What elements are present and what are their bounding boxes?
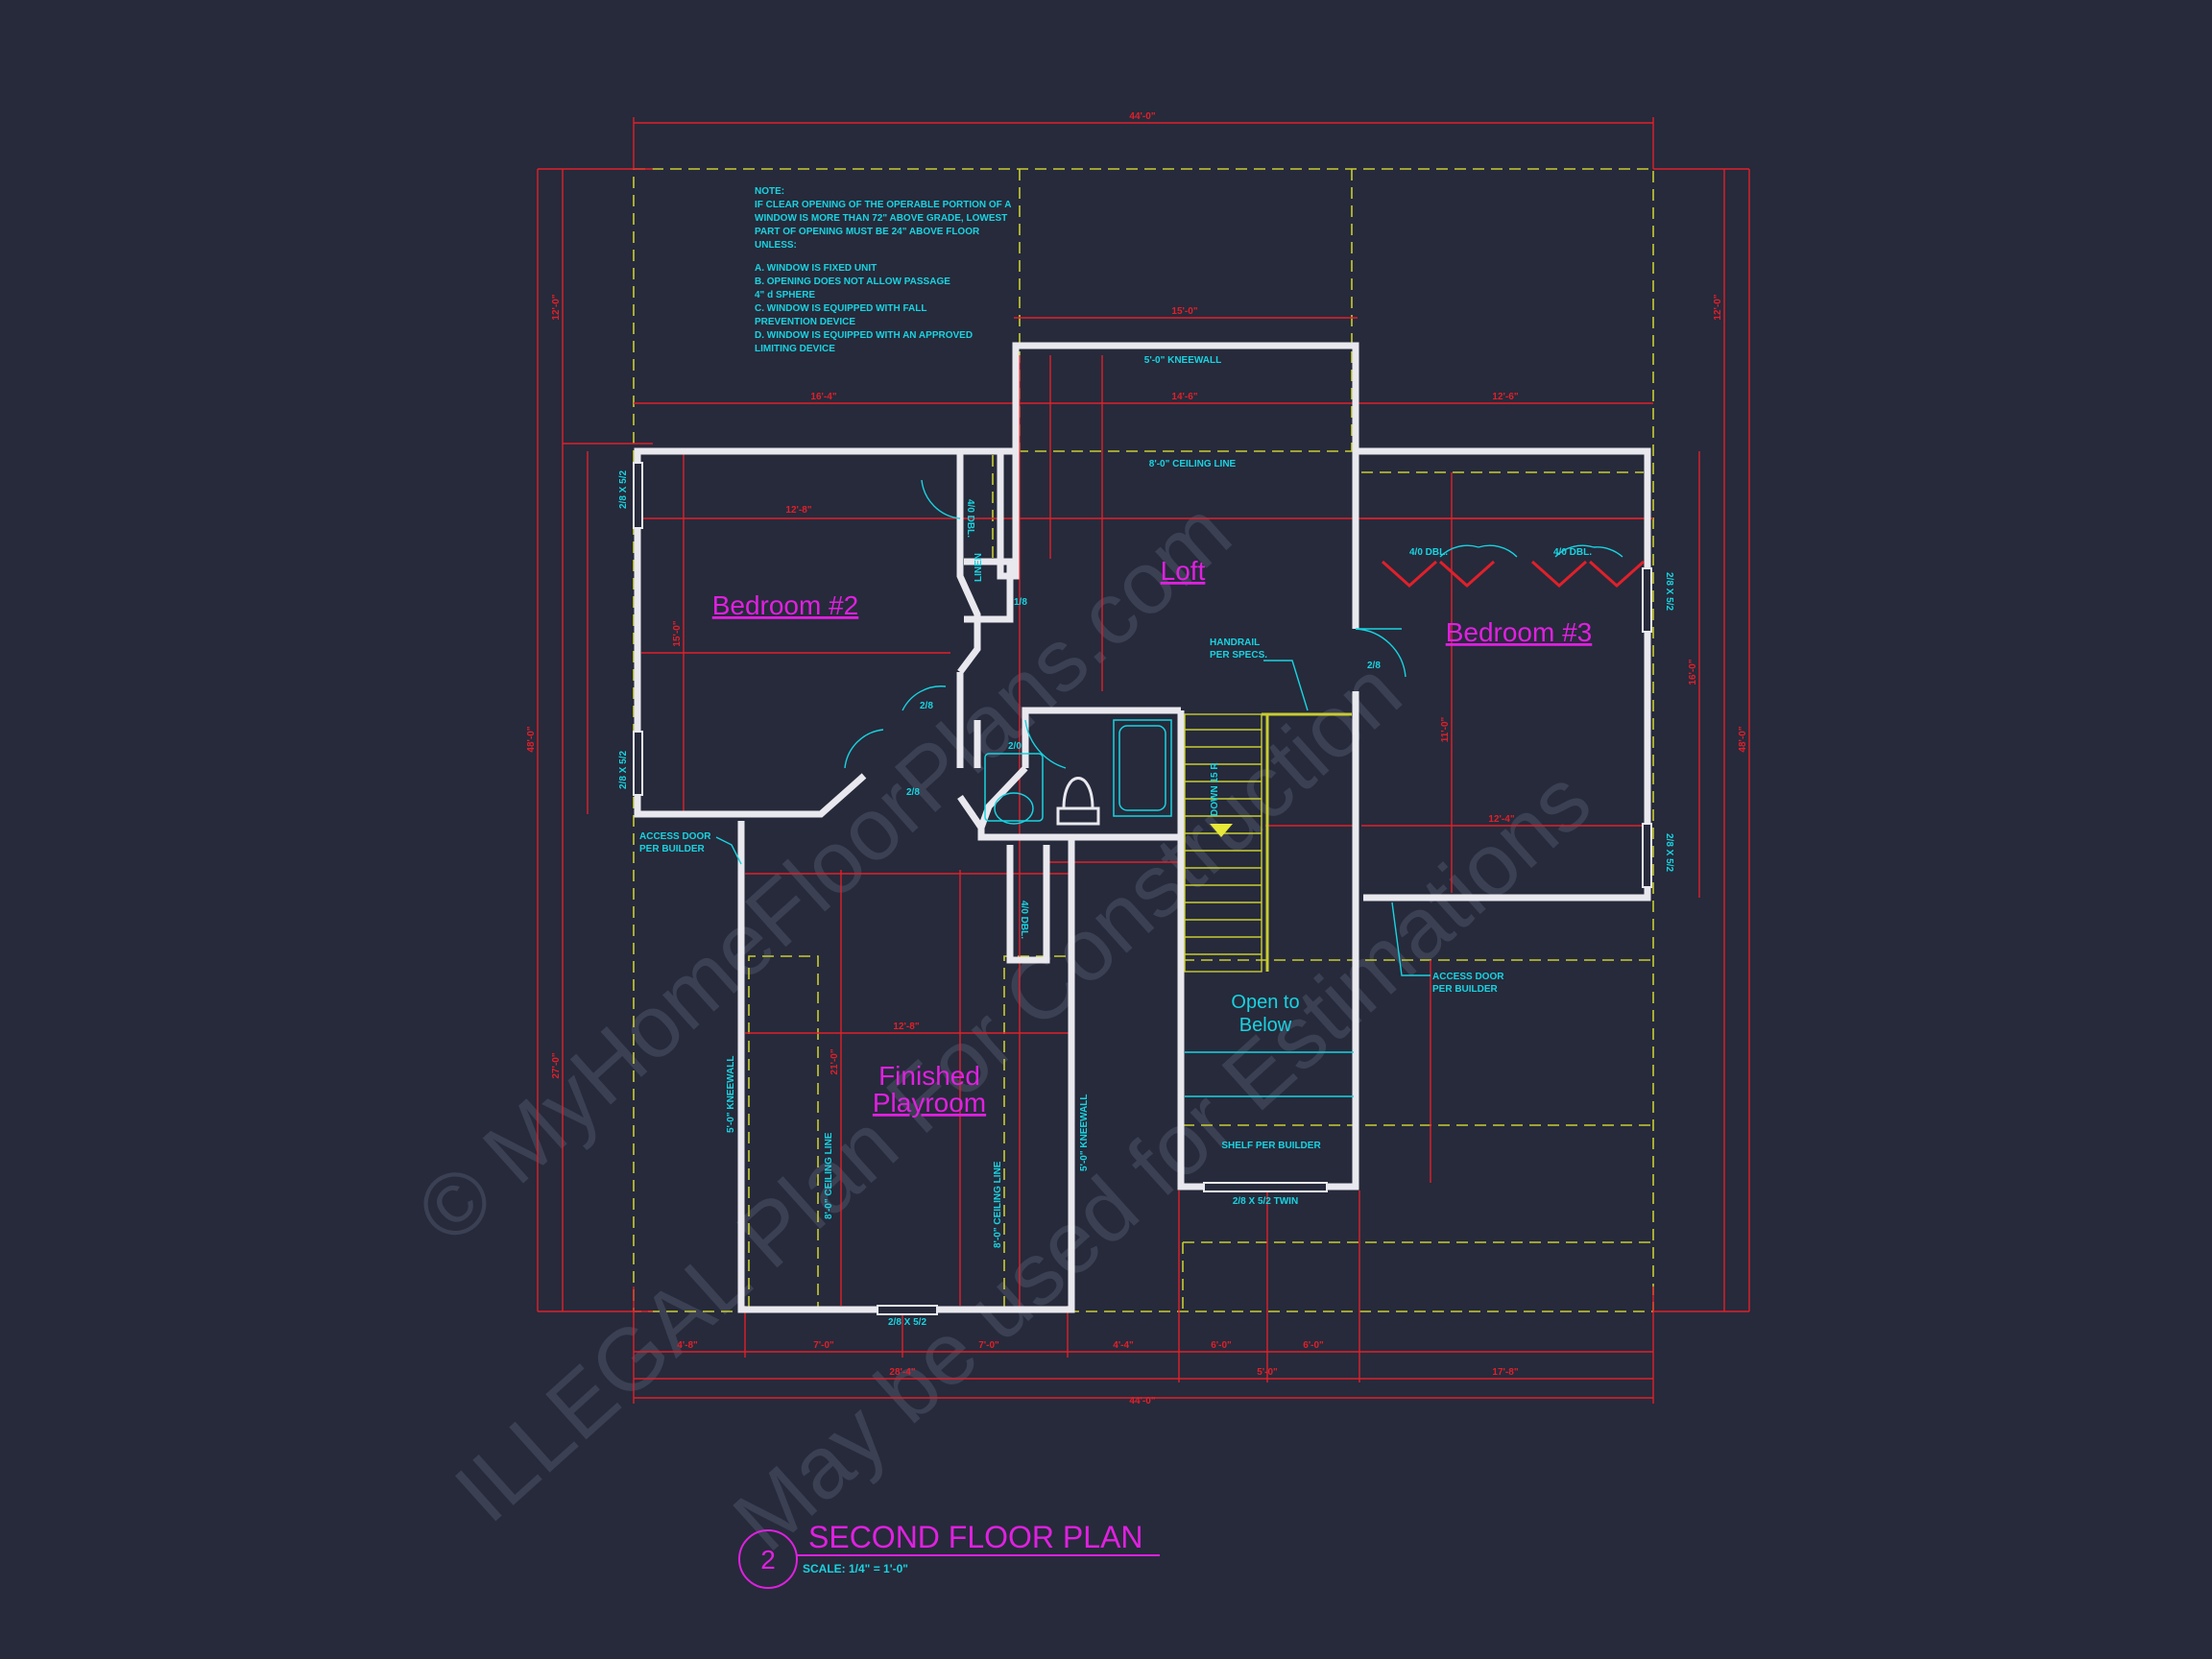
bath-fixtures [984, 719, 1172, 825]
dim-bot-7: 6'-0" [1303, 1340, 1324, 1351]
door-label-b2: 2/8 [920, 701, 933, 711]
title-text: SECOND FLOOR PLAN [808, 1520, 1143, 1554]
title-block: 2 SECOND FLOOR PLAN SCALE: 1/4" = 1'-0" [738, 1520, 1160, 1589]
dim-seg-b: 14'-6" [1171, 392, 1197, 402]
dim-right-total: 48'-0" [1738, 726, 1748, 752]
title-number: 2 [760, 1545, 776, 1575]
note-line-3: PART OF OPENING MUST BE 24" ABOVE FLOOR [755, 227, 980, 237]
note-line-4: UNLESS: [755, 240, 797, 251]
room-label-playroom-1: Finished [878, 1061, 980, 1091]
dim-left-bottom: 27'-0" [551, 1052, 562, 1078]
note-line-10: PREVENTION DEVICE [755, 317, 855, 327]
open-to-below-label: Open to Below [1231, 992, 1299, 1036]
title-number-circle [738, 1529, 798, 1589]
closet-label-b3-a: 4/0 DBL. [1409, 547, 1448, 558]
stair [1184, 712, 1352, 973]
twin-window-label: 2/8 X 5/2 TWIN [1233, 1196, 1298, 1207]
dim-bot-9: 28'-4" [889, 1367, 915, 1378]
dim-playroom-height: 21'-0" [830, 1048, 840, 1074]
door-label-b3: 2/8 [1367, 661, 1381, 671]
ceiling-left-label: 8'-0" CEILING LINE [824, 1132, 834, 1219]
room-label-playroom-2: Playroom [873, 1088, 986, 1118]
dim-seg-a: 16'-4" [810, 392, 836, 402]
dim-bot-4: 4'-4" [1113, 1340, 1134, 1351]
door-label-b2b: 2/8 [906, 787, 920, 798]
note-line-9: C. WINDOW IS EQUIPPED WITH FALL [755, 303, 926, 314]
access-left-label-1: ACCESS DOOR [639, 831, 711, 842]
note-line-7: B. OPENING DOES NOT ALLOW PASSAGE [755, 276, 950, 287]
closet-doors [1382, 560, 1645, 589]
room-label-bedroom-3: Bedroom #3 [1446, 617, 1593, 647]
closet-label-hall: 4/0 DBL. [1019, 901, 1029, 939]
toilet [1056, 777, 1100, 826]
dim-b2-height: 15'-0" [672, 620, 683, 646]
note-line-12: LIMITING DEVICE [755, 344, 835, 354]
note-line-2: WINDOW IS MORE THAN 72" ABOVE GRADE, LOW… [755, 213, 1007, 224]
stair-label: DOWN 15 R [1210, 762, 1220, 816]
dimension-text: 44'-0" 15'-0" 16'-4" 14'-6" 12'-6" 12'-8… [677, 111, 1519, 1407]
closet-label-b3-b: 4/0 DBL. [1553, 547, 1592, 558]
dim-b3-height: 16'-0" [1688, 659, 1698, 685]
kneewall-right-label: 5'-0" KNEEWALL [1079, 1094, 1090, 1171]
dim-loft-width: 15'-0" [1171, 306, 1197, 317]
door-label-bath: 2/0 [1008, 741, 1022, 752]
note-line-1: IF CLEAR OPENING OF THE OPERABLE PORTION… [755, 200, 1011, 210]
note-line-0: NOTE: [755, 186, 784, 197]
scale-text: SCALE: 1/4" = 1'-0" [803, 1562, 908, 1575]
dim-bot-6: 5'-0" [1257, 1367, 1278, 1378]
dim-left-total: 48'-0" [526, 726, 537, 752]
ceiling-right-label: 8'-0" CEILING LINE [993, 1161, 1003, 1248]
door-label-linen: 1/8 [1014, 597, 1027, 608]
ceiling-line-top-label: 8'-0" CEILING LINE [1149, 459, 1237, 469]
note-line-6: A. WINDOW IS FIXED UNIT [755, 263, 877, 274]
window-label-b3-top: 2/8 X 5/2 [1664, 572, 1674, 611]
dim-right-top: 12'-0" [1713, 294, 1723, 320]
open-to-below-line-1: Open to [1231, 992, 1299, 1013]
closet-label-b2: 4/0 DBL. [965, 499, 975, 538]
shelf-label: SHELF PER BUILDER [1221, 1141, 1321, 1151]
dim-bot-2: 7'-0" [813, 1340, 834, 1351]
bottom-window-label: 2/8 X 5/2 [888, 1317, 926, 1328]
annotations-vertical: 4/0 DBL. 4/0 DBL. LINEN DOWN 15 R 5'-0" … [618, 470, 1674, 1248]
window-note: NOTE: IF CLEAR OPENING OF THE OPERABLE P… [755, 186, 1011, 354]
windows [633, 462, 1652, 1315]
kneewall-top-label: 5'-0" KNEEWALL [1144, 355, 1221, 366]
window-label-b2-bot: 2/8 X 5/2 [618, 751, 629, 789]
dim-overall-top: 44'-0" [1129, 111, 1155, 122]
handrail-label-2: PER SPECS. [1210, 650, 1267, 661]
window-label-b2-top: 2/8 X 5/2 [618, 470, 629, 509]
dim-bot-5: 6'-0" [1211, 1340, 1232, 1351]
window-label-b3-bot: 2/8 X 5/2 [1664, 833, 1674, 872]
access-right-label-1: ACCESS DOOR [1432, 972, 1504, 982]
dim-bot-3: 7'-0" [978, 1340, 999, 1351]
dim-bot-1: 4'-8" [677, 1340, 698, 1351]
dim-b3-width: 12'-4" [1488, 814, 1514, 825]
open-to-below-lines [1185, 1051, 1354, 1097]
kneewall-left-label: 5'-0" KNEEWALL [726, 1056, 736, 1133]
access-right-label-2: PER BUILDER [1432, 984, 1499, 995]
dim-b2-width: 12'-8" [785, 505, 811, 516]
dimension-text-vertical: 48'-0" 12'-0" 27'-0" 15'-0" 21'-0" 48'-0… [526, 294, 1748, 1078]
note-line-11: D. WINDOW IS EQUIPPED WITH AN APPROVED [755, 330, 973, 341]
dim-playroom-width: 12'-8" [893, 1022, 919, 1032]
dim-overall-bottom: 44'-0" [1129, 1396, 1155, 1407]
dim-seg-c: 12'-6" [1492, 392, 1518, 402]
room-labels: Bedroom #2 Bedroom #3 Loft Finished Play… [712, 556, 1593, 1118]
room-label-bedroom-2: Bedroom #2 [712, 590, 859, 620]
dim-left-top: 12'-0" [551, 294, 562, 320]
linen-label: LINEN [974, 553, 984, 582]
dimension-lines [537, 117, 1750, 1404]
door-swings [844, 479, 1623, 769]
annotations: 5'-0" KNEEWALL 8'-0" CEILING LINE HANDRA… [639, 355, 1592, 1328]
handrail-label-1: HANDRAIL [1210, 637, 1260, 648]
access-left-label-2: PER BUILDER [639, 844, 706, 854]
dim-bot-8: 17'-8" [1492, 1367, 1518, 1378]
note-line-8: 4" d SPHERE [755, 290, 815, 301]
room-label-loft: Loft [1161, 556, 1206, 586]
leader-lines [715, 660, 1431, 976]
dim-b3-right: 11'-0" [1440, 716, 1451, 742]
open-to-below-line-2: Below [1239, 1015, 1292, 1036]
stair-down-arrow [1210, 824, 1233, 837]
